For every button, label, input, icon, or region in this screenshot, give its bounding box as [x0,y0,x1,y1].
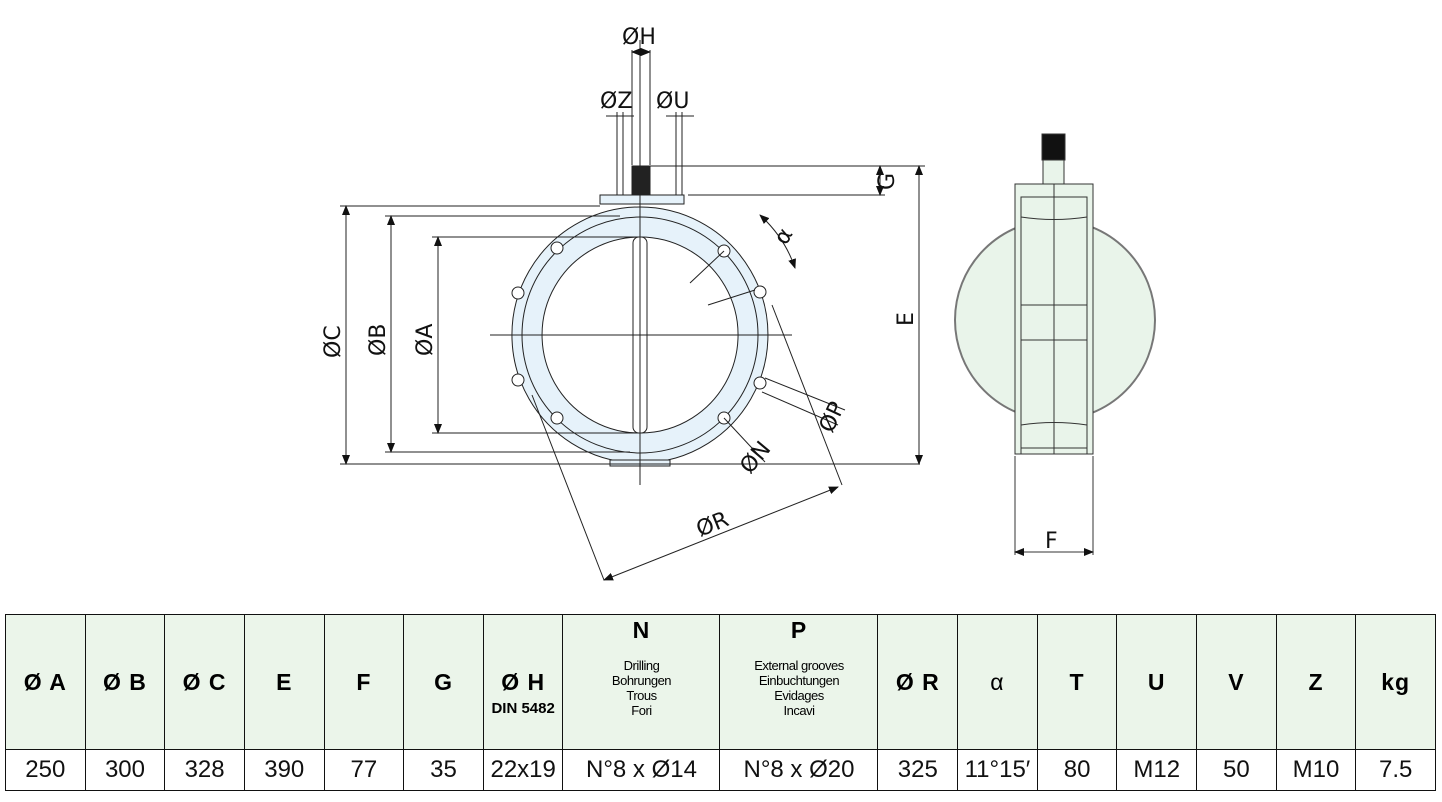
table-row: 250 300 328 390 77 35 22x19 N°8 x Ø14 N°… [5,749,1436,791]
header-alpha: α [957,614,1038,750]
header-g: G [403,614,484,750]
header-u: U [1116,614,1198,750]
header-v: V [1196,614,1277,750]
value-alpha: 11°15′ [957,749,1038,791]
value-dia-h: 22x19 [482,749,564,791]
header-sub: DIN 5482 [491,700,555,717]
shaft-cap [1041,133,1066,161]
header-label: kg [1381,668,1411,695]
header-label: Ø B [103,668,147,695]
value-dia-r: 325 [877,749,959,791]
header-e: E [243,614,325,750]
value-u: M12 [1116,749,1198,791]
splined-shaft [631,165,651,196]
external-grooves [511,285,767,390]
label-alpha: α [770,224,799,249]
front-view [340,40,925,581]
label-dia-r: ØR [693,507,733,542]
header-desc: Drilling [623,657,660,673]
header-dia-h: Ø H DIN 5482 [482,614,564,750]
label-dia-h: ØH [622,25,656,50]
label-e: E [894,312,919,326]
value-v: 50 [1196,749,1277,791]
header-dia-a: Ø A [5,614,86,750]
header-label: G [434,668,453,695]
header-label: E [276,668,293,695]
value-n: N°8 x Ø14 [562,749,721,791]
value-z: M10 [1275,749,1357,791]
side-view [954,133,1156,556]
label-dia-z: ØZ [600,89,632,114]
header-t: T [1036,614,1118,750]
header-label: P [790,616,808,643]
label-g: G [875,173,900,190]
value-g: 35 [403,749,484,791]
label-dia-n: ØN [735,437,776,479]
header-desc: Incavi [783,702,815,718]
header-desc: Evidages [774,687,824,703]
value-t: 80 [1036,749,1118,791]
value-p: N°8 x Ø20 [719,749,879,791]
header-label: T [1069,668,1085,695]
label-f: F [1045,529,1058,554]
value-dia-b: 300 [84,749,166,791]
value-f: 77 [323,749,405,791]
header-dia-r: Ø R [877,614,959,750]
side-stem [1042,159,1065,185]
value-kg: 7.5 [1355,749,1436,791]
header-desc: Bohrungen [611,672,672,688]
dimensions-table: Ø A Ø B Ø C E F G Ø H DIN 5482 N Drilling… [5,614,1436,791]
value-dia-a: 250 [5,749,86,791]
label-dia-p: ØP [815,398,851,436]
value-e: 390 [243,749,325,791]
label-dia-u: ØU [656,89,689,114]
header-desc: Fori [631,702,652,718]
table-header-row: Ø A Ø B Ø C E F G Ø H DIN 5482 N Drilling… [5,614,1436,750]
header-z: Z [1275,614,1357,750]
header-label: Z [1308,668,1324,695]
header-label: Ø A [23,668,67,695]
dimension-labels: ØH ØZ ØU G E ØC ØB ØA α ØP ØN ØR F [321,25,1058,554]
header-dia-c: Ø C [164,614,245,750]
label-dia-c: ØC [321,325,346,358]
header-label: N [632,616,651,643]
header-label: F [356,668,372,695]
valve-technical-drawing: ØH ØZ ØU G E ØC ØB ØA α ØP ØN ØR F [321,25,1156,581]
header-dia-b: Ø B [84,614,166,750]
header-desc: Einbuchtungen [758,672,840,688]
header-label: Ø C [182,668,227,695]
header-label: V [1228,668,1245,695]
label-dia-a: ØA [413,324,438,356]
value-dia-c: 328 [164,749,245,791]
header-label: α [990,668,1005,695]
top-flange [599,194,685,205]
header-f: F [323,614,405,750]
header-label: Ø H [501,669,546,695]
header-label: Ø R [895,668,940,695]
header-desc: External grooves [754,657,844,673]
header-kg: kg [1355,614,1436,750]
header-label: U [1147,668,1166,695]
label-dia-b: ØB [366,324,391,356]
header-desc: Trous [626,687,657,703]
